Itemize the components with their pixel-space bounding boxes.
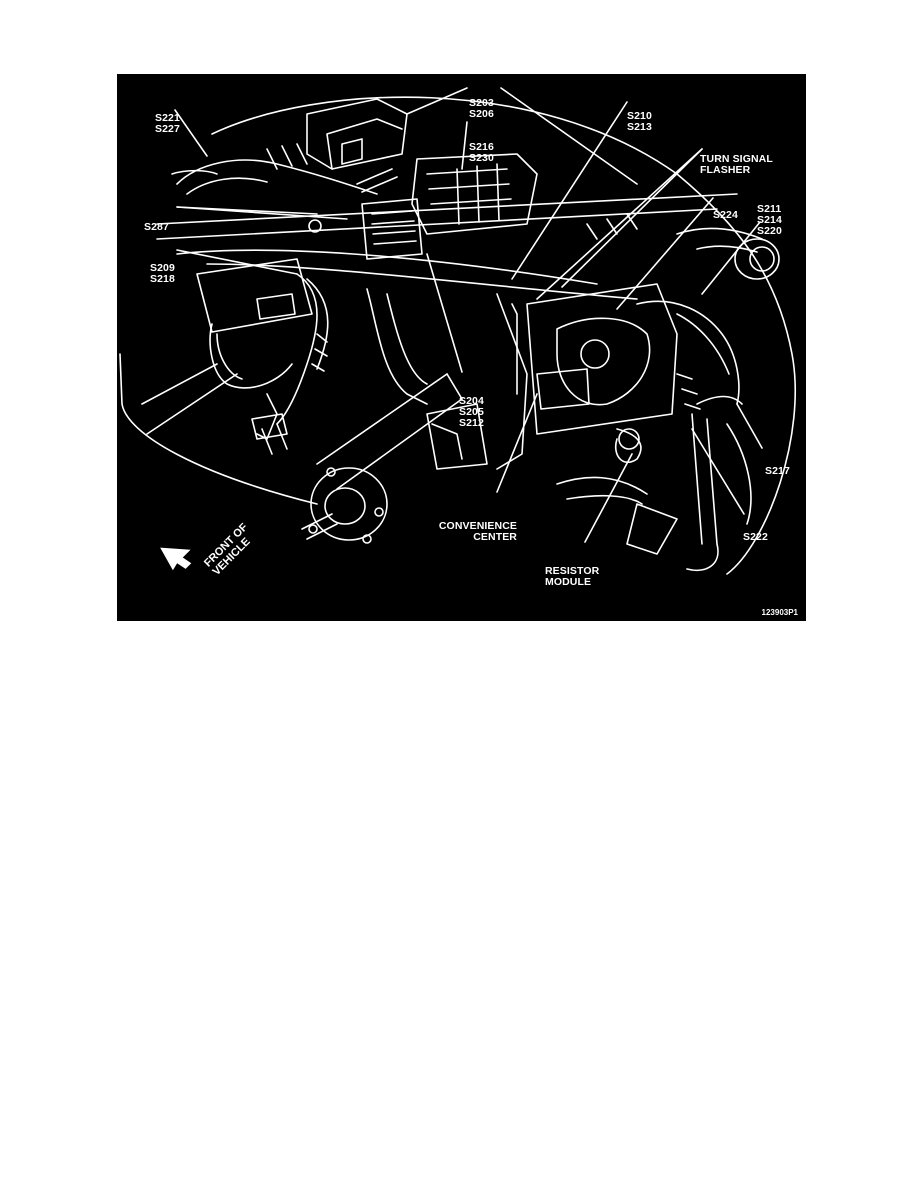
label-s217: S217 <box>765 465 790 477</box>
diagram-artwork <box>119 87 796 575</box>
label-s222: S222 <box>743 531 768 543</box>
figure-code: 123903P1 <box>761 608 798 617</box>
label-s224: S224 <box>713 209 738 221</box>
label-s287: S287 <box>144 221 169 233</box>
